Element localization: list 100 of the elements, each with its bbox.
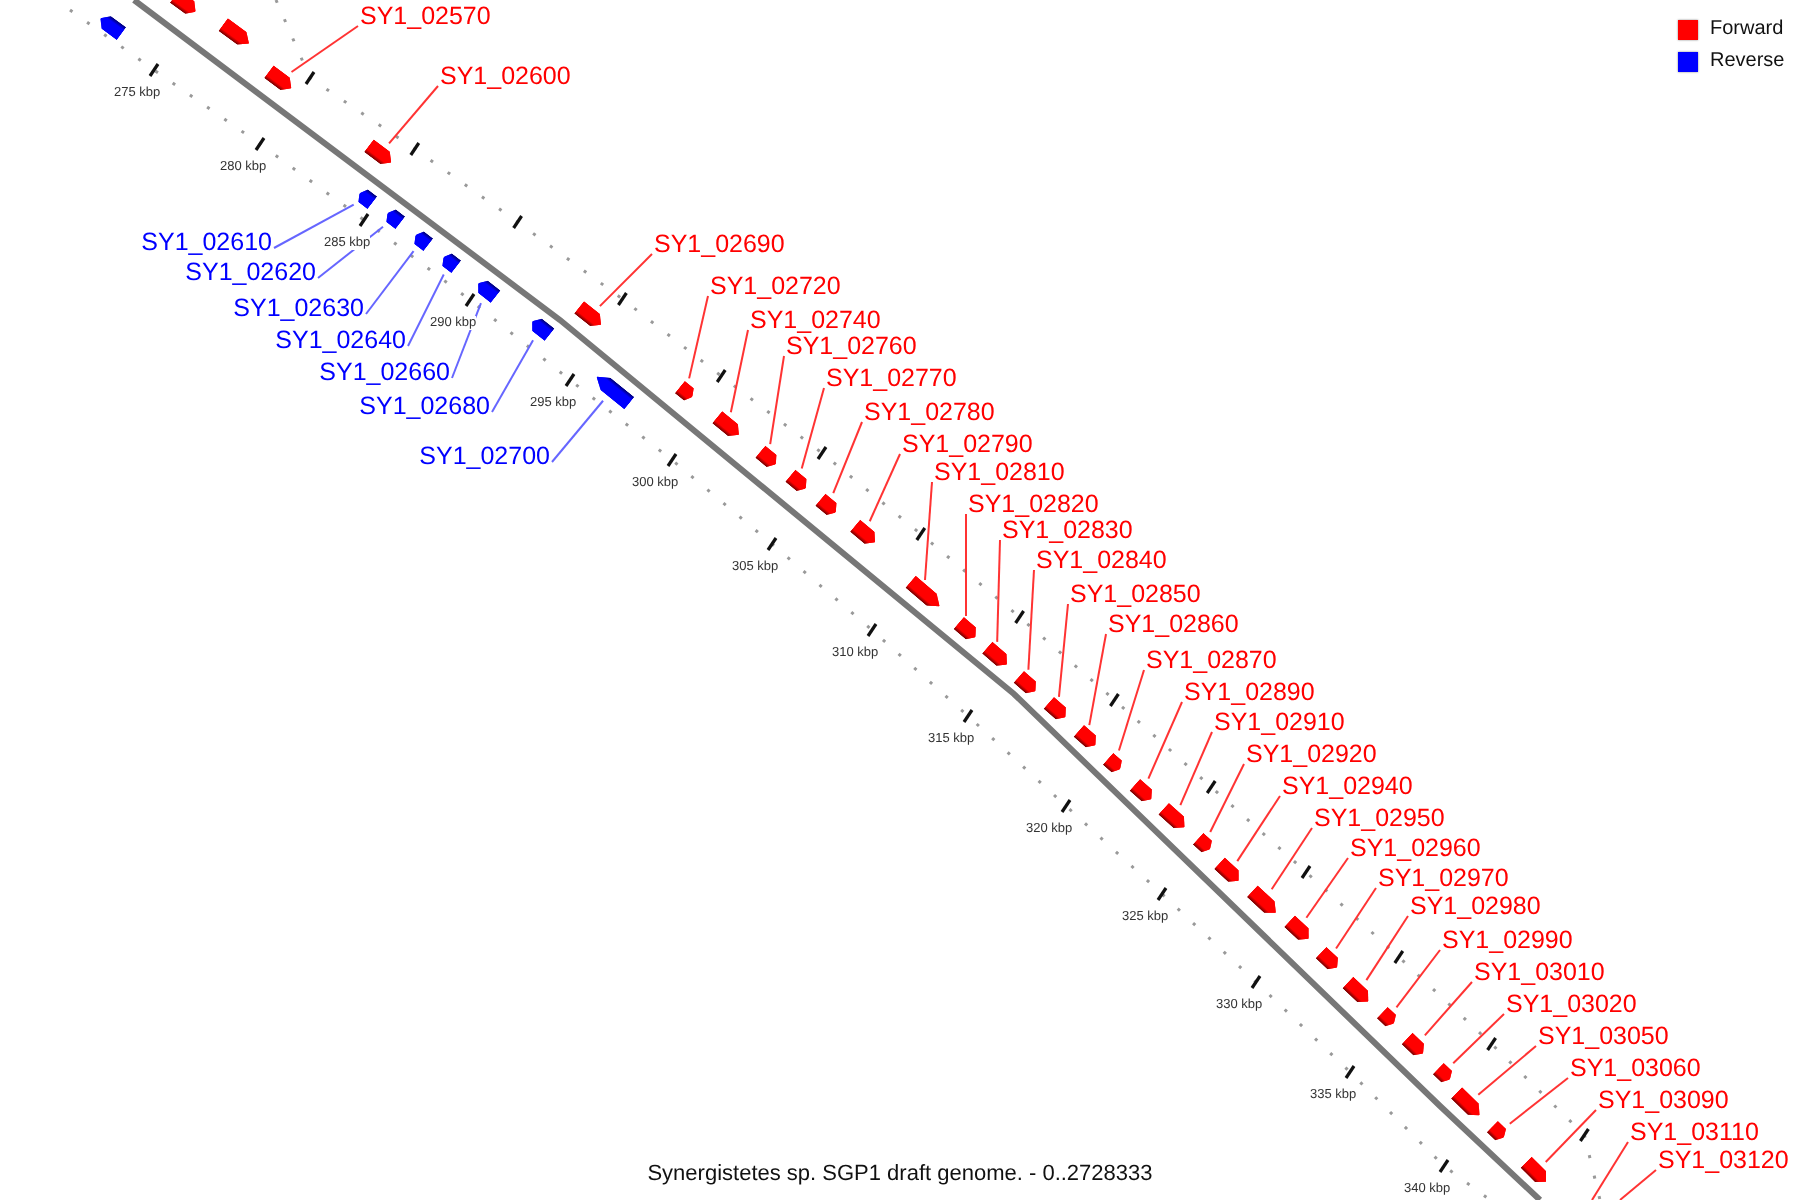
leader-line	[688, 295, 709, 380]
gene-label: SY1_02820	[968, 490, 1099, 518]
gene-block	[264, 65, 296, 95]
gene-block	[168, 0, 200, 19]
gene-label: SY1_02630	[233, 294, 364, 322]
leader-line	[1117, 669, 1145, 752]
leader-line	[1544, 1109, 1597, 1163]
gene-label: SY1_03110	[1630, 1118, 1759, 1146]
gene-label: SY1_02980	[1410, 892, 1541, 920]
gene-label: SY1_02920	[1246, 740, 1377, 768]
gene-block	[1450, 1086, 1485, 1121]
gene-label: SY1_02840	[1036, 546, 1167, 574]
gene-label: SY1_02700	[419, 442, 550, 470]
gene-label: SY1_03020	[1506, 990, 1637, 1018]
gene-block	[438, 250, 462, 274]
gene-label: SY1_02620	[185, 258, 316, 286]
leader-line	[1027, 569, 1035, 671]
leader-line	[1305, 857, 1349, 919]
leader-line	[832, 421, 863, 494]
gene-label: SY1_02790	[902, 430, 1033, 458]
gene-block	[755, 445, 781, 471]
gene-label: SY1_02770	[826, 364, 957, 392]
leader-line	[1147, 701, 1183, 780]
gene-label: SY1_02760	[786, 332, 917, 360]
gene-label: SY1_02740	[750, 306, 881, 334]
gene-label: SY1_02690	[654, 230, 785, 258]
gene-block	[1520, 1156, 1552, 1188]
leader-line	[1452, 1013, 1505, 1065]
gene-block	[1192, 833, 1216, 856]
gene-label: SY1_02860	[1108, 610, 1239, 638]
gene-block	[674, 380, 698, 404]
gene-block	[785, 469, 811, 495]
legend-label: Reverse	[1710, 50, 1785, 72]
leader-line	[924, 481, 933, 582]
gene-label: SY1_02610	[141, 228, 272, 256]
leader-line	[1088, 633, 1107, 727]
gene-label: SY1_02850	[1070, 580, 1201, 608]
leader-line	[1057, 603, 1069, 698]
leader-line	[729, 329, 749, 414]
leader-line	[1591, 1141, 1629, 1200]
leader-line	[290, 25, 359, 74]
gene-label: SY1_02830	[1002, 516, 1133, 544]
leader-line	[1270, 827, 1313, 891]
leader-line	[1423, 981, 1473, 1037]
gene-block	[354, 186, 378, 210]
gene-label: SY1_02970	[1378, 864, 1509, 892]
leader-line	[388, 85, 439, 145]
leader-line	[1236, 795, 1281, 863]
gene-block	[1487, 1121, 1511, 1144]
gene-block	[410, 228, 434, 252]
gene-block	[1431, 1061, 1455, 1085]
gene-label: SY1_02810	[934, 458, 1065, 486]
gene-block	[364, 139, 396, 169]
gene-label: SY1_02600	[440, 62, 571, 90]
leader-line	[451, 302, 482, 379]
legend-label: Forward	[1710, 18, 1784, 40]
gene-label: SY1_02990	[1442, 926, 1573, 954]
leader-line	[551, 399, 605, 463]
leader-line	[1335, 887, 1377, 950]
leader-line	[996, 539, 1001, 643]
leader-line	[1508, 1077, 1569, 1125]
gene-block	[1129, 778, 1157, 805]
leader-line	[273, 203, 355, 249]
gene-block	[382, 206, 406, 230]
gene-label: SY1_02720	[710, 272, 841, 300]
leader-line	[769, 355, 785, 446]
gene-label: SY1_02780	[864, 398, 995, 426]
gene-label: SY1_03010	[1474, 958, 1605, 986]
gene-block	[1376, 1007, 1400, 1030]
gene-label: SY1_03120	[1658, 1146, 1789, 1174]
leader-line	[1209, 763, 1245, 833]
gene-block	[574, 301, 606, 331]
gene-block	[815, 493, 841, 519]
leader-line	[1395, 949, 1441, 1009]
gene-label: SY1_03060	[1570, 1054, 1701, 1082]
leader-line	[965, 513, 967, 617]
gene-block	[1103, 752, 1127, 776]
gene-label: SY1_03090	[1598, 1086, 1729, 1114]
gene-label: SY1_02640	[275, 326, 406, 354]
leader-line	[1365, 915, 1409, 982]
leader-line	[598, 253, 653, 308]
leader-line	[1619, 1169, 1657, 1200]
gene-label: SY1_02870	[1146, 646, 1277, 674]
leader-line	[800, 387, 825, 470]
gene-label: SY1_02950	[1314, 804, 1445, 832]
leader-line	[365, 250, 415, 315]
gene-label: SY1_02660	[319, 358, 450, 386]
caption: Synergistetes sp. SGP1 draft genome. - 0..2728333	[647, 1162, 1153, 1186]
gene-label: SY1_03050	[1538, 1022, 1669, 1050]
leader-line	[868, 453, 901, 523]
gene-label: SY1_02890	[1184, 678, 1315, 706]
gene-label: SY1_02680	[359, 392, 490, 420]
leader-line	[407, 273, 445, 347]
leader-line	[1179, 731, 1213, 807]
leader-line	[1477, 1045, 1537, 1096]
gene-label: SY1_02910	[1214, 708, 1345, 736]
gene-label: SY1_02960	[1350, 834, 1481, 862]
leader-line	[491, 339, 535, 413]
gene-label: SY1_02570	[360, 2, 491, 30]
gene-label: SY1_02940	[1282, 772, 1413, 800]
